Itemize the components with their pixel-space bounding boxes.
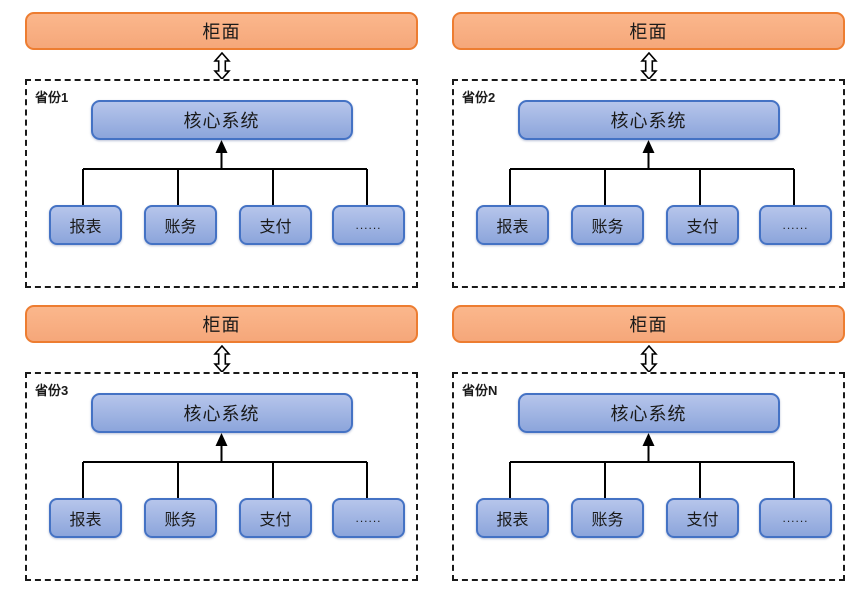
core-system-node: 核心系统 bbox=[90, 100, 353, 140]
counter-bar: 柜面 bbox=[25, 305, 418, 343]
child-node-reports: 报表 bbox=[49, 498, 122, 538]
child-node-accounting: 账务 bbox=[571, 498, 644, 538]
province-group-box: 省份N 核心系统 报表 账务 支付 ...... bbox=[452, 372, 845, 581]
core-system-label: 核心系统 bbox=[610, 111, 687, 131]
core-system-node: 核心系统 bbox=[90, 393, 353, 433]
core-system-label: 核心系统 bbox=[183, 404, 260, 424]
tree-connector-lines bbox=[509, 140, 795, 205]
child-node-label: 支付 bbox=[686, 512, 719, 529]
child-node-label: 报表 bbox=[69, 512, 102, 529]
child-node-accounting: 账务 bbox=[571, 205, 644, 245]
child-node-ellipsis: ...... bbox=[332, 498, 405, 538]
child-node-label: 报表 bbox=[69, 219, 102, 236]
child-node-label: 支付 bbox=[259, 219, 292, 236]
child-node-payment: 支付 bbox=[239, 205, 312, 245]
child-node-payment: 支付 bbox=[666, 498, 739, 538]
counter-bar: 柜面 bbox=[452, 305, 845, 343]
tree-connector-lines bbox=[82, 140, 368, 205]
child-node-payment: 支付 bbox=[239, 498, 312, 538]
province-group-box: 省份2 核心系统 报表 账务 支付 ...... bbox=[452, 79, 845, 288]
child-node-label: ...... bbox=[782, 218, 809, 232]
province-label: 省份N bbox=[462, 383, 498, 398]
child-node-label: 支付 bbox=[259, 512, 292, 529]
province-group-box: 省份1 核心系统 报表 账务 支付 ...... bbox=[25, 79, 418, 288]
child-node-accounting: 账务 bbox=[144, 205, 217, 245]
child-node-label: ...... bbox=[355, 511, 382, 525]
counter-bar: 柜面 bbox=[452, 12, 845, 50]
child-node-label: ...... bbox=[782, 511, 809, 525]
core-system-node: 核心系统 bbox=[517, 100, 780, 140]
double-vertical-arrow-icon bbox=[212, 345, 231, 373]
child-node-reports: 报表 bbox=[49, 205, 122, 245]
counter-label: 柜面 bbox=[202, 315, 241, 335]
child-node-label: 账务 bbox=[164, 219, 197, 236]
child-node-reports: 报表 bbox=[476, 498, 549, 538]
double-vertical-arrow-icon bbox=[639, 52, 658, 80]
province-group-box: 省份3 核心系统 报表 账务 支付 ...... bbox=[25, 372, 418, 581]
child-node-ellipsis: ...... bbox=[759, 205, 832, 245]
child-node-label: 支付 bbox=[686, 219, 719, 236]
child-node-label: 账务 bbox=[591, 219, 624, 236]
child-node-label: 账务 bbox=[164, 512, 197, 529]
child-node-ellipsis: ...... bbox=[332, 205, 405, 245]
child-node-label: 报表 bbox=[496, 219, 529, 236]
core-system-node: 核心系统 bbox=[517, 393, 780, 433]
province-label: 省份1 bbox=[35, 90, 69, 105]
province-label: 省份3 bbox=[35, 383, 69, 398]
tree-connector-lines bbox=[82, 433, 368, 498]
tree-connector-lines bbox=[509, 433, 795, 498]
province-unit-3: 柜面 省份3 核心系统 报表 账务 支付 ...... bbox=[25, 305, 418, 583]
core-system-label: 核心系统 bbox=[610, 404, 687, 424]
child-node-ellipsis: ...... bbox=[759, 498, 832, 538]
province-label: 省份2 bbox=[462, 90, 496, 105]
counter-bar: 柜面 bbox=[25, 12, 418, 50]
child-node-accounting: 账务 bbox=[144, 498, 217, 538]
child-node-reports: 报表 bbox=[476, 205, 549, 245]
child-node-label: 账务 bbox=[591, 512, 624, 529]
double-vertical-arrow-icon bbox=[639, 345, 658, 373]
province-unit-1: 柜面 省份1 核心系统 报表 账务 支付 ...... bbox=[25, 12, 418, 290]
province-unit-2: 柜面 省份2 核心系统 报表 账务 支付 ...... bbox=[452, 12, 845, 290]
counter-label: 柜面 bbox=[629, 315, 668, 335]
counter-label: 柜面 bbox=[202, 22, 241, 42]
province-unit-n: 柜面 省份N 核心系统 报表 账务 支付 ...... bbox=[452, 305, 845, 583]
child-node-payment: 支付 bbox=[666, 205, 739, 245]
counter-label: 柜面 bbox=[629, 22, 668, 42]
child-node-label: 报表 bbox=[496, 512, 529, 529]
child-node-label: ...... bbox=[355, 218, 382, 232]
double-vertical-arrow-icon bbox=[212, 52, 231, 80]
core-system-label: 核心系统 bbox=[183, 111, 260, 131]
